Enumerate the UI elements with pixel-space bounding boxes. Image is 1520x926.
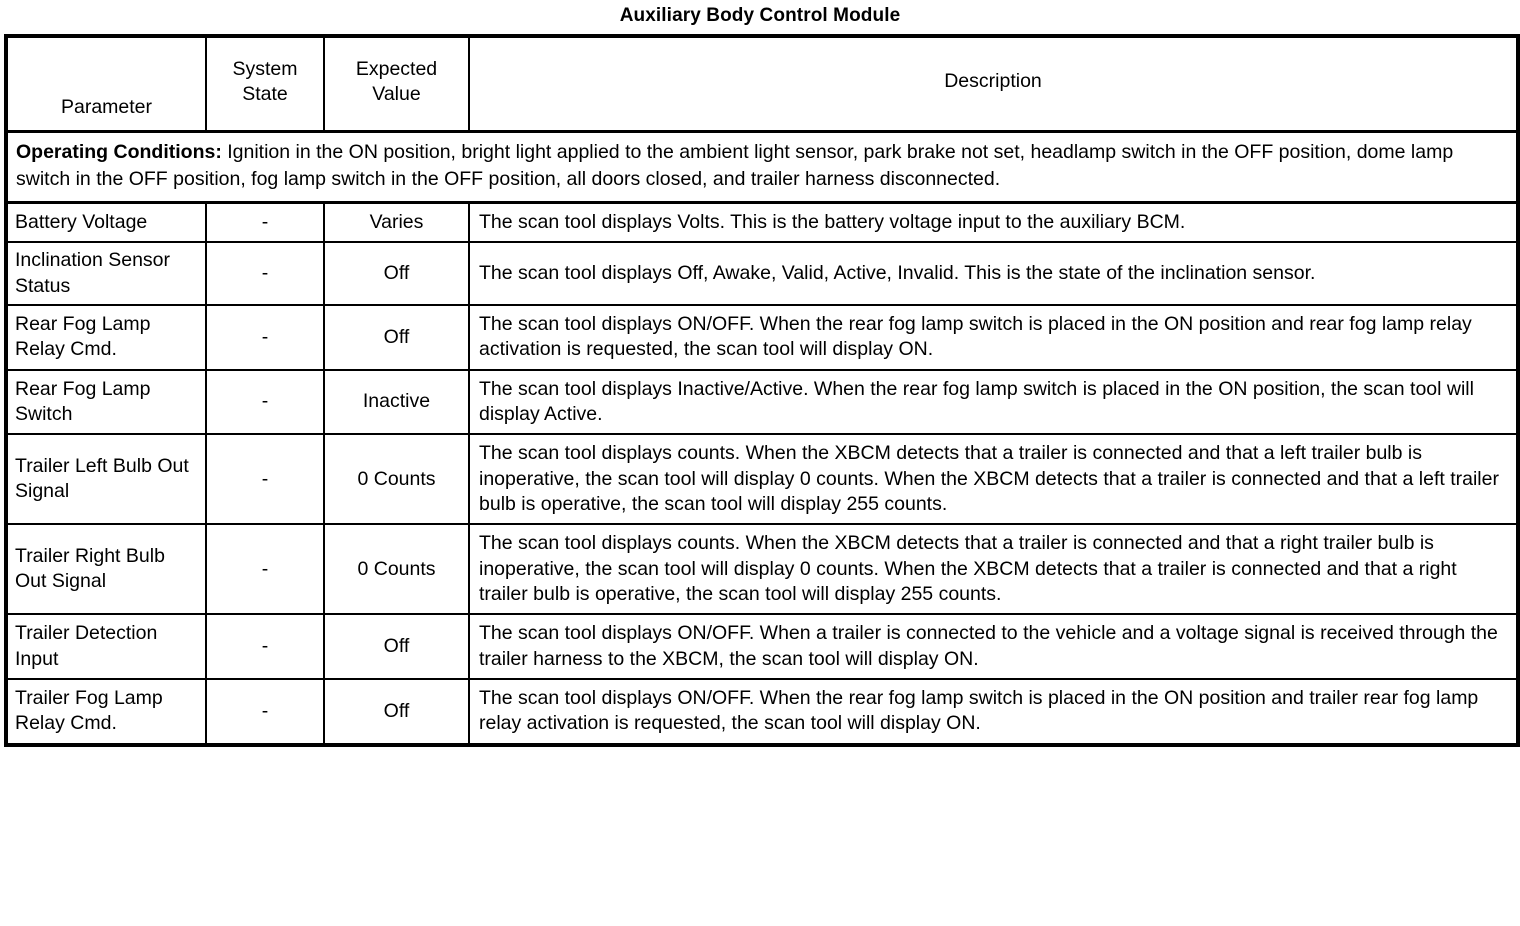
cell-system-state: -: [205, 303, 325, 371]
cell-system-state: -: [205, 523, 325, 616]
table-header-row: Parameter System State Expected Value De…: [5, 35, 1519, 133]
cell-parameter: Trailer Left Bulb Out Signal: [5, 433, 207, 526]
table-header: Parameter System State Expected Value De…: [5, 35, 1519, 133]
cell-parameter: Rear Fog Lamp Relay Cmd.: [5, 303, 207, 371]
operating-conditions-label: Operating Conditions:: [16, 141, 222, 163]
cell-description: The scan tool displays ON/OFF. When a tr…: [468, 613, 1519, 680]
cell-description: The scan tool displays counts. When the …: [468, 523, 1519, 616]
cell-expected-value: Off: [323, 241, 470, 306]
cell-parameter: Trailer Fog Lamp Relay Cmd.: [5, 677, 207, 746]
column-header-parameter: Parameter: [5, 35, 207, 133]
column-header-expected-value-line2: Value: [372, 83, 421, 105]
cell-system-state: -: [205, 368, 325, 436]
cell-expected-value: Off: [323, 677, 470, 746]
cell-system-state: -: [205, 677, 325, 746]
cell-expected-value: Inactive: [323, 368, 470, 436]
cell-system-state: -: [205, 613, 325, 680]
cell-description: The scan tool displays Volts. This is th…: [468, 201, 1519, 244]
cell-expected-value: Varies: [323, 201, 470, 244]
cell-description: The scan tool displays Off, Awake, Valid…: [468, 241, 1519, 306]
cell-expected-value: Off: [323, 303, 470, 371]
cell-description: The scan tool displays counts. When the …: [468, 433, 1519, 526]
cell-description: The scan tool displays Inactive/Active. …: [468, 368, 1519, 436]
column-header-system-state: System State: [205, 35, 325, 133]
column-header-system-state-line1: System: [232, 57, 298, 80]
table-body: Operating Conditions: Ignition in the ON…: [5, 130, 1519, 746]
cell-expected-value: Off: [323, 613, 470, 680]
cell-system-state: -: [205, 241, 325, 306]
cell-expected-value: 0 Counts: [323, 523, 470, 616]
column-header-expected-value: Expected Value: [323, 35, 470, 133]
cell-description: The scan tool displays ON/OFF. When the …: [468, 303, 1519, 371]
column-header-system-state-line2: State: [242, 83, 288, 105]
cell-parameter: Trailer Right Bulb Out Signal: [5, 523, 207, 616]
operating-conditions-row: Operating Conditions: Ignition in the ON…: [5, 130, 1519, 204]
cell-parameter: Trailer Detection Input: [5, 613, 207, 680]
cell-parameter: Battery Voltage: [5, 201, 207, 244]
column-header-description: Description: [468, 35, 1519, 133]
cell-system-state: -: [205, 201, 325, 244]
operating-conditions-text: Ignition in the ON position, bright ligh…: [16, 141, 1454, 190]
cell-parameter: Rear Fog Lamp Switch: [5, 368, 207, 436]
cell-system-state: -: [205, 433, 325, 526]
cell-description: The scan tool displays ON/OFF. When the …: [468, 677, 1519, 746]
auxiliary-bcm-parameter-table: Parameter System State Expected Value De…: [4, 34, 1520, 747]
column-header-expected-value-line1: Expected: [355, 57, 438, 80]
cell-expected-value: 0 Counts: [323, 433, 470, 526]
operating-conditions-cell: Operating Conditions: Ignition in the ON…: [5, 130, 1519, 204]
page-title: Auxiliary Body Control Module: [619, 5, 901, 26]
cell-parameter: Inclination Sensor Status: [5, 241, 207, 306]
